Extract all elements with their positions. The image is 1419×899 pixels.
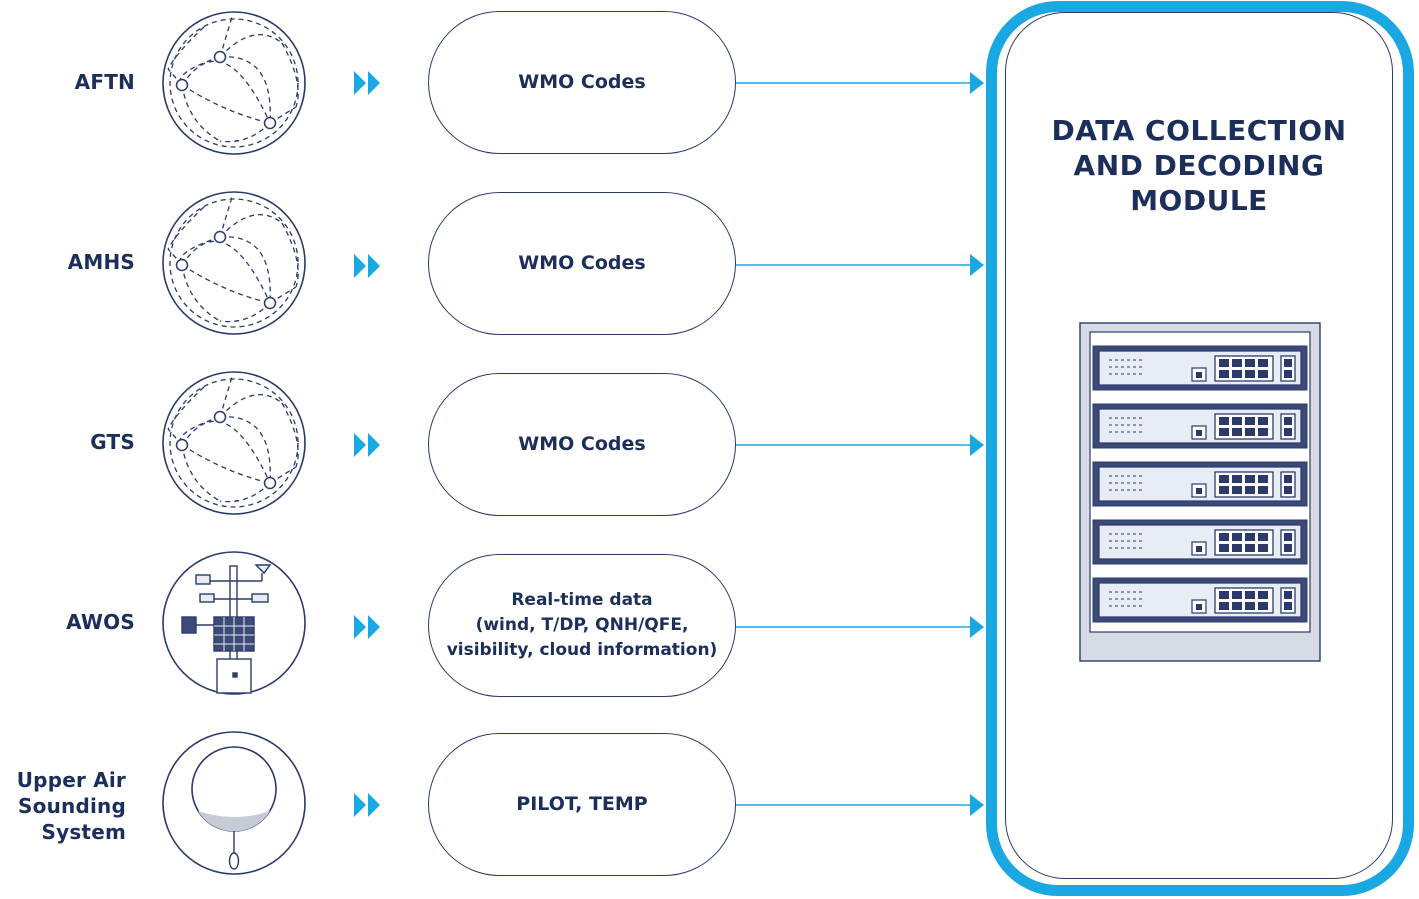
message-pill-gts: WMO Codes xyxy=(428,373,736,516)
module-title: DATA COLLECTION AND DECODING MODULE xyxy=(1051,114,1347,217)
double-chevron-icon xyxy=(354,71,380,95)
message-text-aftn: WMO Codes xyxy=(518,71,646,93)
arrowhead-icon xyxy=(970,794,984,816)
message-pill-awos: Real-time data (wind, T/DP, QNH/QFE, vis… xyxy=(428,554,736,697)
message-pill-upper-air: PILOT, TEMP xyxy=(428,733,736,876)
arrowhead-icon xyxy=(970,254,984,276)
arrowhead-icon xyxy=(970,616,984,638)
network-globe-icon xyxy=(162,11,306,155)
module-inner-frame xyxy=(1005,12,1393,879)
double-chevron-icon xyxy=(354,433,380,457)
source-label-awos: AWOS xyxy=(66,610,135,634)
network-globe-icon xyxy=(162,371,306,515)
double-chevron-icon xyxy=(354,254,380,278)
message-pill-aftn: WMO Codes xyxy=(428,11,736,154)
source-label-amhs: AMHS xyxy=(67,250,135,274)
message-text-gts: WMO Codes xyxy=(518,433,646,455)
message-text-amhs: WMO Codes xyxy=(518,252,646,274)
double-chevron-icon xyxy=(354,615,380,639)
weather-balloon-icon xyxy=(162,731,306,875)
arrowhead-icon xyxy=(970,434,984,456)
message-pill-amhs: WMO Codes xyxy=(428,192,736,335)
source-label-gts: GTS xyxy=(90,430,135,454)
source-label-upper-air: Upper Air Sounding System xyxy=(16,768,126,844)
double-chevron-icon xyxy=(354,793,380,817)
message-text-upper-air: PILOT, TEMP xyxy=(516,793,648,815)
server-rack-icon xyxy=(1079,322,1321,662)
message-text-awos: Real-time data (wind, T/DP, QNH/QFE, vis… xyxy=(446,590,718,660)
weather-station-icon xyxy=(162,551,306,695)
arrowhead-icon xyxy=(970,72,984,94)
source-label-aftn: AFTN xyxy=(74,70,135,94)
network-globe-icon xyxy=(162,191,306,335)
